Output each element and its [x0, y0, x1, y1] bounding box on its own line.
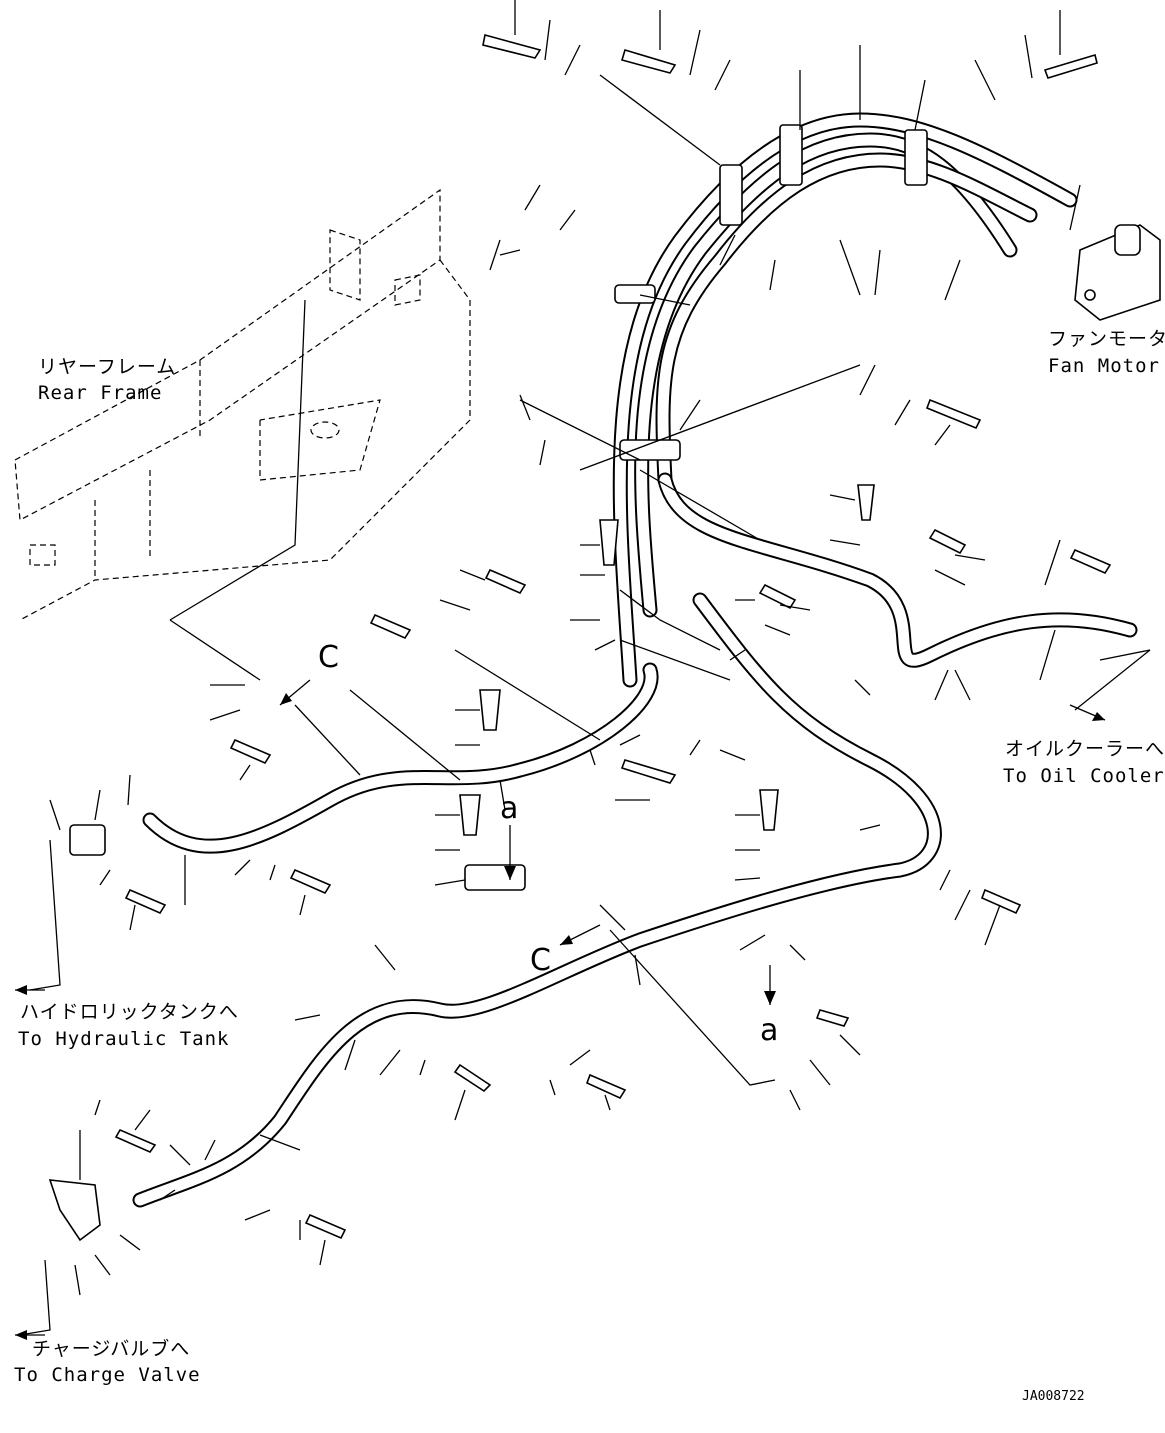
hose-bundle-upper: [612, 112, 1078, 688]
clamps: [48, 124, 928, 1242]
rear-frame-outline: [14, 188, 471, 621]
fan-motor-label-jp: ファンモータ: [1048, 328, 1165, 350]
hydraulic-tank-label-en: To Hydraulic Tank: [18, 1028, 229, 1050]
hose-large-main: [132, 592, 942, 1208]
leader-lines: [19, 0, 1151, 1336]
fan-motor: [1074, 224, 1161, 321]
oil-cooler-label-en: To Oil Cooler: [1003, 765, 1165, 787]
arrows: [15, 679, 1106, 1340]
hose-to-oil-cooler: [657, 472, 1138, 668]
hydraulic-tank-label-jp: ハイドロリックタンクへ: [20, 1001, 239, 1023]
hose-to-hydraulic-tank: [142, 662, 659, 854]
fan-motor-label-en: Fan Motor: [1048, 355, 1160, 377]
oil-cooler-label-jp: オイルクーラーへ: [1005, 738, 1165, 760]
charge-valve-label-en: To Charge Valve: [14, 1364, 201, 1386]
callout-c-lower: C: [530, 943, 551, 978]
charge-valve-label-jp: チャージバルブへ: [32, 1337, 190, 1360]
bolts: [114, 34, 1112, 1240]
rear-frame-label-en: Rear Frame: [38, 382, 162, 404]
callout-a-lower: a: [760, 1013, 778, 1048]
drawing-code: JA008722: [1022, 1389, 1085, 1404]
rear-frame-label-jp: リヤーフレーム: [38, 356, 176, 378]
callout-c-upper: C: [318, 640, 339, 675]
callout-a-upper: a: [500, 791, 518, 826]
